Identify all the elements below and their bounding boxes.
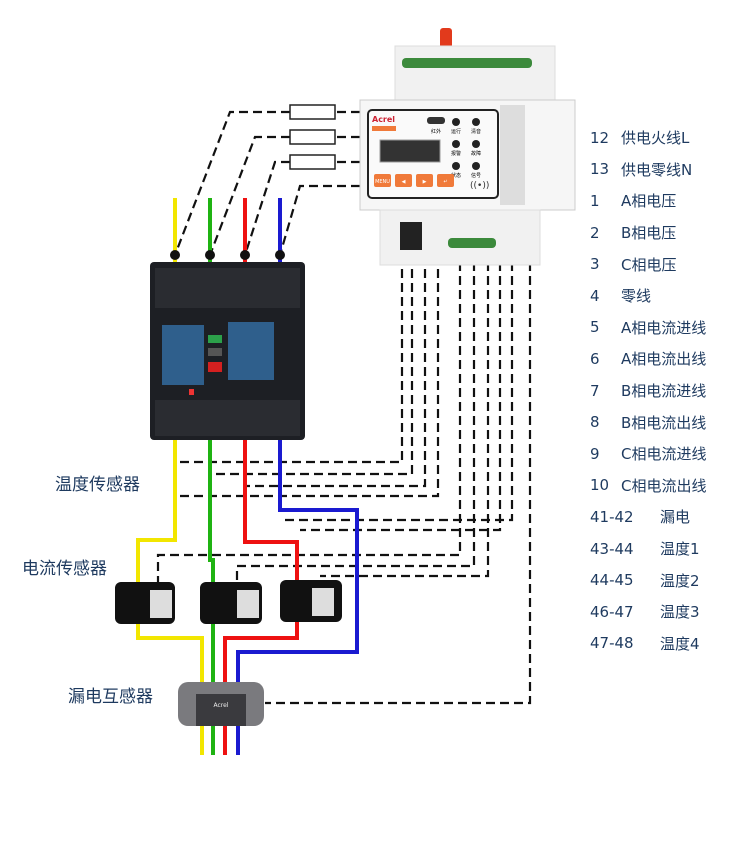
- nfc-icon: ((•)): [470, 181, 489, 191]
- fuse-3: [289, 154, 336, 170]
- current-sensor-c: [280, 580, 342, 622]
- breaker-off-button: [208, 362, 222, 372]
- circuit-breaker: [150, 262, 305, 440]
- indicator-label: 状态: [451, 172, 461, 179]
- indicator-led: [472, 118, 480, 126]
- indicator-led: [452, 140, 460, 148]
- signal-wire: [175, 255, 404, 464]
- indicator-led: [452, 118, 460, 126]
- bottom-terminal-block: [448, 238, 496, 248]
- device-button[interactable]: [374, 174, 391, 187]
- indicator-label: 报警: [451, 150, 461, 157]
- current-sensor-a: [115, 582, 175, 624]
- device-brand: Acrel: [372, 115, 395, 124]
- signal-wire: [245, 255, 427, 488]
- indicator-label: 故障: [471, 150, 481, 157]
- current-sensor-b: [200, 582, 262, 624]
- leakage-transformer: Acrel: [178, 682, 264, 726]
- device-button[interactable]: [416, 174, 433, 187]
- connection-dot: [170, 250, 180, 260]
- signal-wire: [265, 262, 532, 705]
- fuses: [289, 104, 336, 170]
- breaker-nameplate-right: [228, 322, 274, 380]
- neutral-wire: [236, 198, 359, 755]
- connection-dot: [240, 250, 250, 260]
- lcd-screen: [379, 139, 441, 163]
- connection-dot: [205, 250, 215, 260]
- device-button-label: ▶: [423, 179, 427, 185]
- breaker-nameplate-left: [162, 325, 204, 385]
- indicator-label: 清音: [471, 128, 481, 135]
- fuse-1: [289, 104, 336, 120]
- signal-wire: [300, 262, 502, 532]
- device-button[interactable]: [437, 174, 454, 187]
- top-terminal-block: [402, 58, 532, 68]
- indicator-label: 运行: [451, 128, 461, 135]
- ir-label: 红外: [431, 128, 441, 135]
- signal-wire: [210, 255, 414, 476]
- power-terminal: [400, 222, 422, 250]
- signal-wire: [320, 262, 490, 578]
- antenna-icon: [440, 28, 452, 48]
- connection-dot: [275, 250, 285, 260]
- signal-wire: [278, 184, 360, 256]
- indicator-led: [452, 162, 460, 170]
- fuse-2: [289, 129, 336, 145]
- device-button[interactable]: [395, 174, 412, 187]
- signal-wire: [243, 160, 360, 256]
- device-button-label: ↵: [443, 179, 447, 185]
- breaker-on-button: [208, 335, 222, 343]
- device-button-label: MENU: [375, 179, 390, 185]
- device-side-label: [500, 105, 525, 205]
- transformer-brand: Acrel: [214, 702, 229, 709]
- temperature-sensor-label: 温度传感器: [55, 475, 140, 495]
- current-sensor-label: 电流传感器: [22, 559, 107, 579]
- indicator-led: [472, 140, 480, 148]
- leakage-transformer-label: 漏电互感器: [68, 687, 153, 707]
- indicator-label: 信号: [471, 172, 481, 179]
- indicator-led: [472, 162, 480, 170]
- signal-wire: [280, 262, 514, 522]
- signal-wire: [156, 262, 462, 585]
- device-button-label: ◀: [402, 179, 406, 185]
